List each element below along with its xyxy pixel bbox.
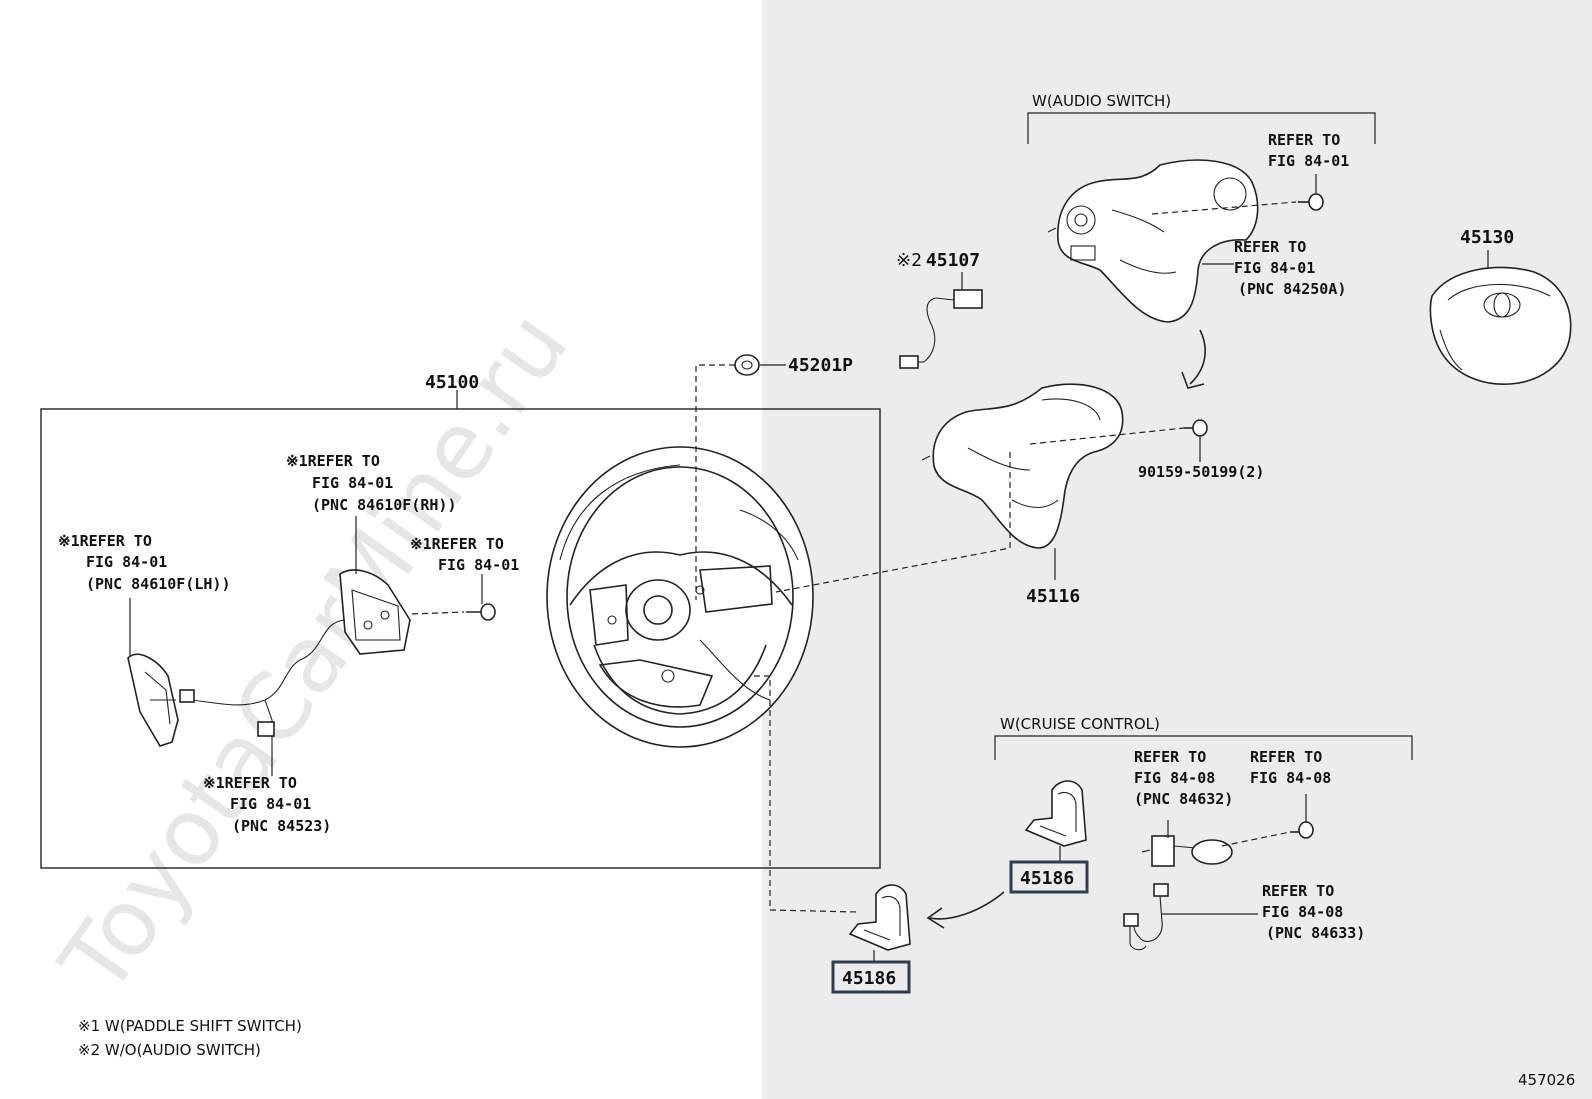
- audio-switch-cover[interactable]: [1047, 159, 1259, 323]
- group-cruise-control: W(CRUISE CONTROL): [1000, 715, 1160, 733]
- part-number-45201p[interactable]: 45201P: [788, 355, 853, 376]
- ref-audio-top: REFER TO FIG 84-01: [1268, 131, 1349, 170]
- group-audio-switch: W(AUDIO SWITCH): [1032, 92, 1171, 110]
- footnotes: ※1 W(PADDLE SHIFT SWITCH) ※2 W/O(AUDIO S…: [78, 1017, 307, 1059]
- cover-45116[interactable]: [921, 383, 1124, 549]
- nut-45201p[interactable]: [734, 354, 760, 376]
- connector-84523[interactable]: [257, 721, 275, 737]
- ref-paddle-lh: ※1REFER TO FIG 84-01 (PNC 84610F(LH)): [58, 532, 231, 593]
- cruise-wire[interactable]: [1123, 883, 1169, 951]
- arrow-cover-to-wheel: [929, 891, 1005, 920]
- diagram-id: 457026: [1518, 1071, 1575, 1089]
- callout-box-45186-lower: [831, 960, 911, 994]
- airbag-45130[interactable]: [1429, 266, 1572, 385]
- ref-paddle-rh: ※1REFER TO FIG 84-01 (PNC 84610F(RH)): [286, 452, 457, 514]
- part-number-45186-upper[interactable]: 45186: [1020, 868, 1074, 889]
- part-number-45186-lower[interactable]: 45186: [842, 968, 896, 989]
- bolt-paddle[interactable]: [466, 603, 496, 621]
- part-number-45130[interactable]: 45130: [1460, 227, 1514, 248]
- steering-wheel[interactable]: [546, 446, 814, 748]
- part-number-45116[interactable]: 45116: [1026, 586, 1080, 607]
- assembly-box-45100: [40, 408, 881, 869]
- bolt-90159[interactable]: [1184, 419, 1208, 437]
- ref-cruise-c: REFER TO FIG 84-08 (PNC 84633): [1262, 882, 1365, 942]
- part-number-45100[interactable]: 45100: [425, 372, 479, 393]
- wire-45107[interactable]: [899, 289, 983, 369]
- paddle-switch-rh[interactable]: [339, 569, 411, 655]
- ref-audio-mid: REFER TO FIG 84-01 (PNC 84250A): [1234, 238, 1346, 298]
- ref-paddle-wire: ※1REFER TO FIG 84-01 (PNC 84523): [203, 774, 331, 835]
- arrow-audio-to-cover: [1189, 329, 1206, 385]
- cover-45186-lower[interactable]: [848, 884, 911, 951]
- part-number-90159[interactable]: 90159-50199(2): [1138, 463, 1264, 481]
- ref-cruise-b: REFER TO FIG 84-08: [1250, 748, 1331, 787]
- cover-45186-upper[interactable]: [1024, 780, 1087, 847]
- callout-box-45186-upper: [1009, 860, 1089, 894]
- watermark: ToyotaCarMine.ru: [40, 293, 589, 1014]
- ref-cruise-a: REFER TO FIG 84-08 (PNC 84632): [1134, 748, 1233, 808]
- bolt-cruise[interactable]: [1290, 821, 1314, 839]
- ref-paddle-bolt: ※1REFER TO FIG 84-01: [410, 535, 519, 574]
- paddle-switch-lh[interactable]: [127, 653, 179, 747]
